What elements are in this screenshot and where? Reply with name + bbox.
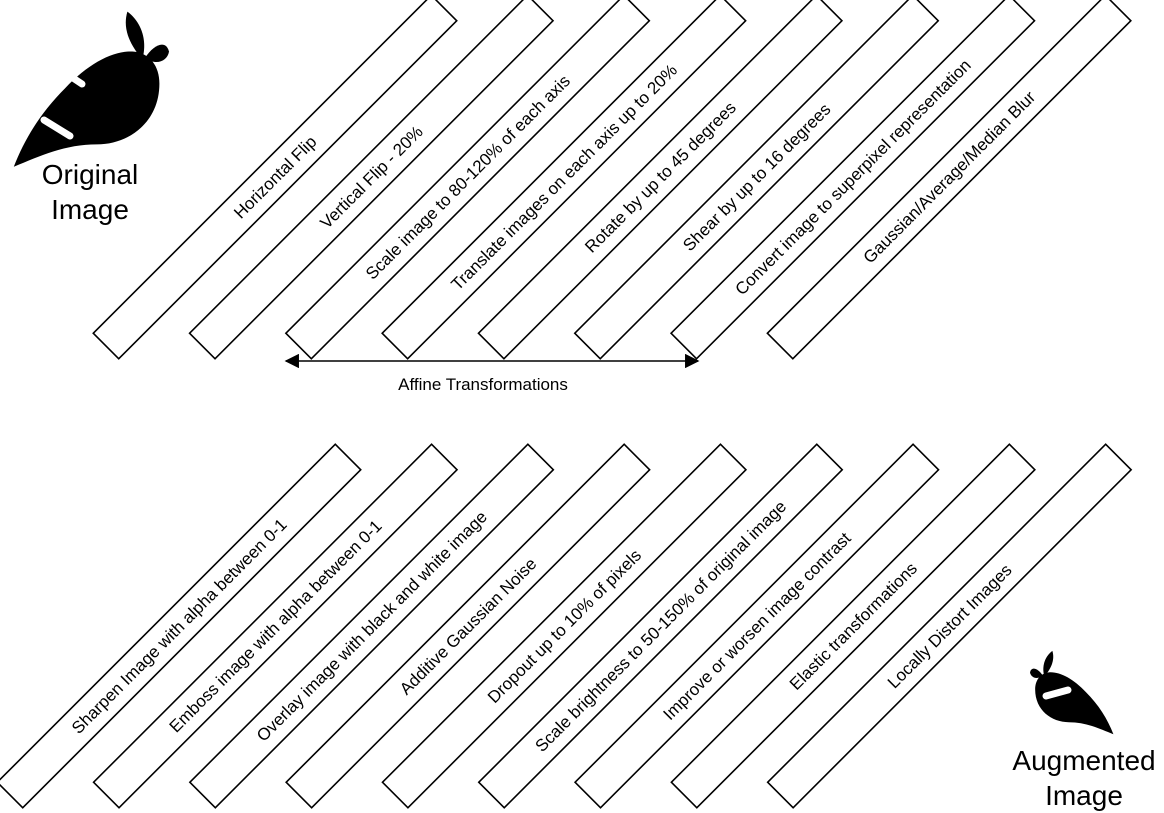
bottom-stage-box (0, 443, 362, 809)
top-stage-2: Vertical Flip - 20% (188, 0, 555, 360)
original-label-line2: Image (51, 194, 129, 225)
top-stage-1: Horizontal Flip (92, 0, 458, 360)
top-stage-box (766, 0, 1132, 360)
top-stage-label: Gaussian/Average/Median Blur (860, 87, 1040, 267)
top-stage-6: Shear by up to 16 degrees (573, 0, 940, 360)
top-stage-5: Rotate by up to 45 degrees (477, 0, 844, 360)
original-carrot-icon (13, 11, 169, 167)
top-stage-label: Horizontal Flip (230, 132, 320, 222)
bottom-stage-3: Overlay image with black and white image (188, 443, 555, 809)
augmented-label-line1: Augmented (1012, 745, 1155, 776)
augmented-label-line2: Image (1045, 780, 1123, 811)
bottom-stage-7: Improve or worsen image contrast (573, 443, 940, 809)
bottom-stage-box (766, 443, 1133, 809)
augmented-carrot-icon (1030, 650, 1138, 735)
top-stage-8: Gaussian/Average/Median Blur (766, 0, 1132, 360)
bottom-stage-2: Emboss image with alpha between 0-1 (92, 443, 459, 809)
bottom-stage-6: Scale brightness to 50-150% of original … (477, 443, 844, 809)
bottom-row-stages: Sharpen Image with alpha between 0-1Embo… (0, 443, 1133, 809)
top-stage-box (381, 0, 747, 360)
bottom-stage-box (670, 443, 1036, 809)
bottom-stage-label: Improve or worsen image contrast (660, 529, 855, 724)
bottom-stage-box (92, 443, 459, 809)
bottom-stage-box (381, 443, 748, 809)
original-label-line1: Original (42, 159, 138, 190)
top-stage-7: Convert image to superpixel representati… (669, 0, 1036, 360)
top-stage-box (284, 0, 651, 360)
affine-label: Affine Transformations (398, 375, 568, 394)
top-stage-box (92, 0, 458, 360)
bottom-stage-4: Additive Gaussian Noise (285, 443, 651, 809)
bottom-stage-8: Elastic transformations (670, 443, 1036, 809)
bottom-stage-box (285, 443, 651, 809)
top-stage-box (188, 0, 555, 360)
top-stage-box (477, 0, 844, 360)
bottom-stage-box (188, 443, 555, 809)
bottom-stage-5: Dropout up to 10% of pixels (381, 443, 748, 809)
bottom-stage-box (477, 443, 844, 809)
bottom-stage-box (573, 443, 940, 809)
top-stage-4: Translate images on each axis up to 20% (381, 0, 747, 360)
bottom-stage-1: Sharpen Image with alpha between 0-1 (0, 443, 362, 809)
top-stage-box (573, 0, 940, 360)
top-stage-3: Scale image to 80-120% of each axis (284, 0, 651, 360)
top-stage-box (669, 0, 1036, 360)
